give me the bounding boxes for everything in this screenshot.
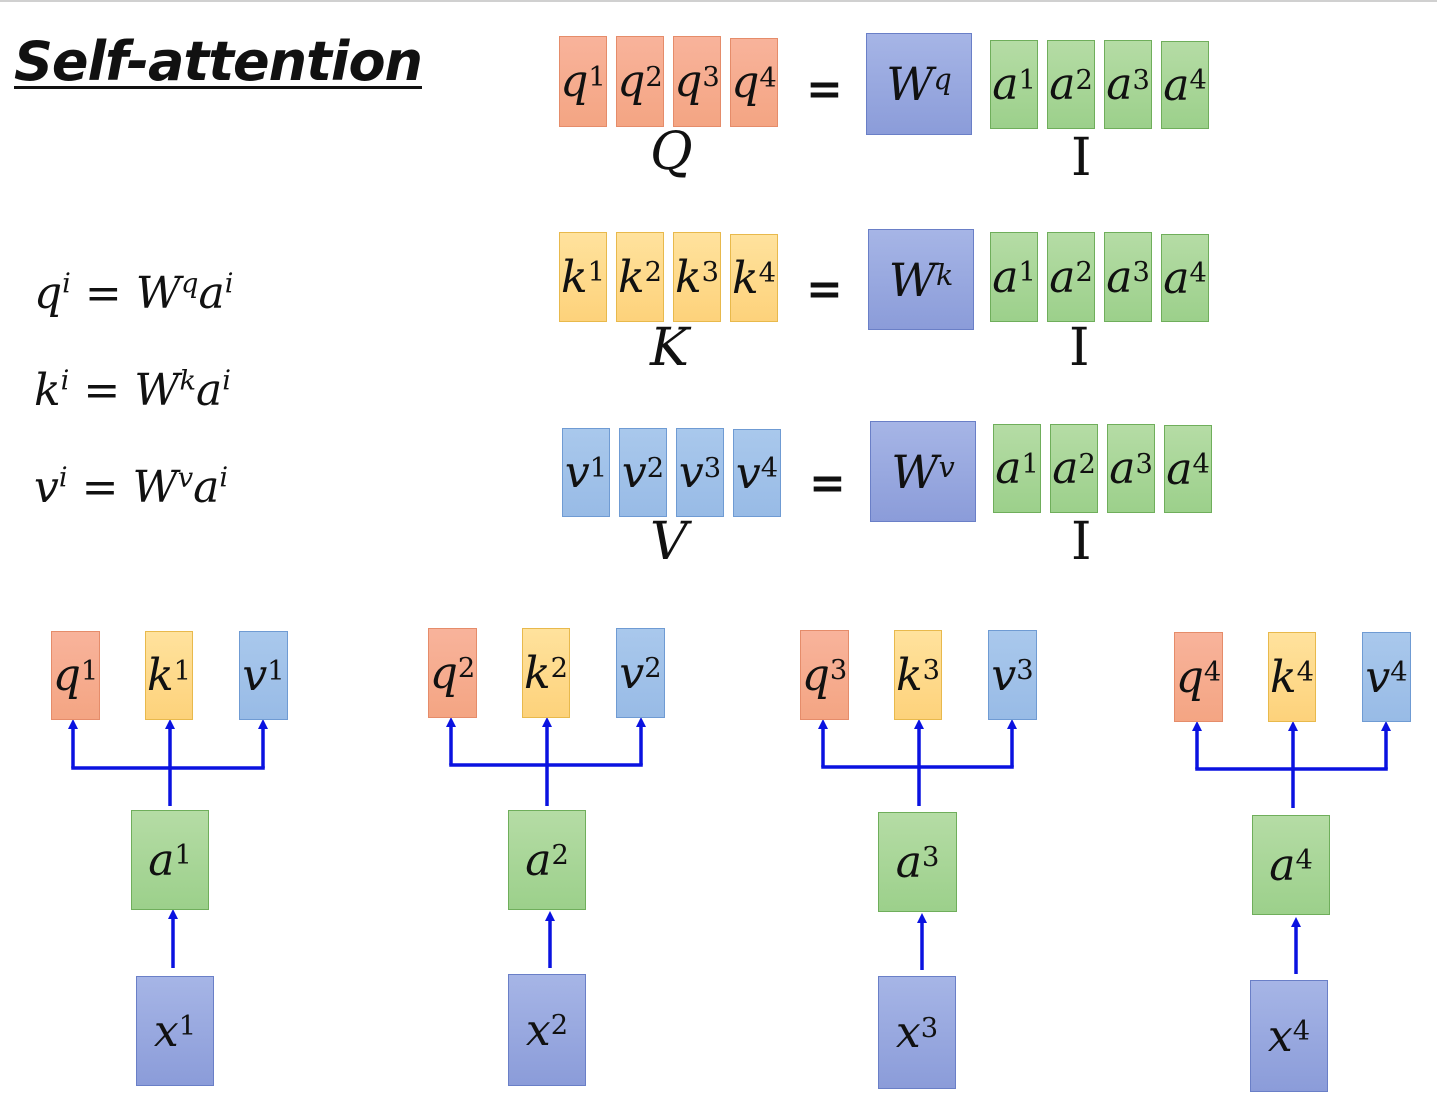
equals-sign: = <box>806 64 843 115</box>
top-divider <box>0 0 1437 2</box>
equals-sign: = <box>809 458 846 509</box>
formula-query: qi=Wqai <box>34 268 234 319</box>
equals-sign: = <box>806 264 843 315</box>
matrix-label-v: V <box>650 512 688 572</box>
matrix-label-q: Q <box>650 122 693 182</box>
matrix-label-i: I <box>1069 318 1090 378</box>
slide-title: Self-attention <box>14 30 423 93</box>
matrix-label-i: I <box>1071 512 1092 572</box>
matrix-label-k: K <box>650 318 689 378</box>
formula-key: ki=Wkai <box>34 365 232 416</box>
matrix-label-i: I <box>1071 128 1092 188</box>
formula-value: vi=Wvai <box>34 462 229 513</box>
